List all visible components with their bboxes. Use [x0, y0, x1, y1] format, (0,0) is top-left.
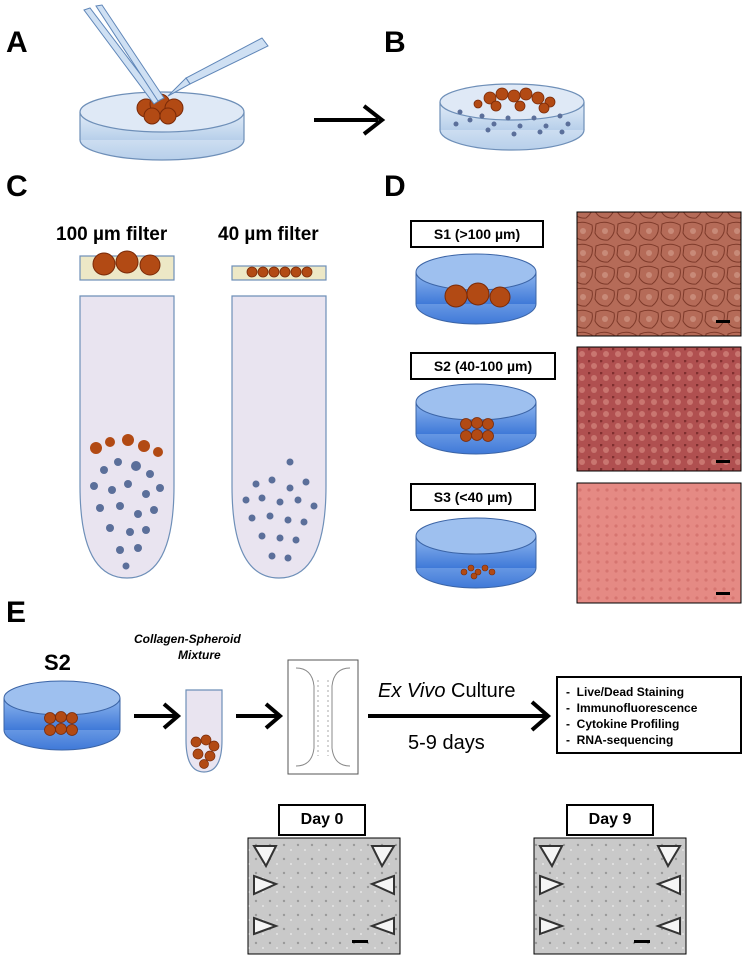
micrograph-day0: [247, 837, 401, 955]
tube-1-spheroids: [90, 434, 164, 570]
arrow-3: [368, 700, 552, 732]
filter-40-label: 40 µm filter: [218, 224, 319, 245]
panel-label-a: A: [6, 26, 28, 59]
fraction-s1-label: S1 (>100 µm): [410, 220, 544, 248]
micrograph-s3: [576, 482, 742, 604]
readout-item: - Cytokine Profiling: [566, 717, 680, 731]
panel-label-c: C: [6, 170, 28, 203]
filter-100-spheroids: [92, 250, 161, 276]
mixture-label-line1: Collagen-Spheroid: [134, 632, 241, 646]
scale-bar: [716, 320, 730, 323]
panel-label-e: E: [6, 596, 27, 629]
tube-2-spheroids: [242, 458, 318, 562]
arrow-2: [236, 702, 284, 730]
micrograph-s2: [576, 346, 742, 472]
microfluidic-device: [287, 659, 359, 775]
mixture-label-line2: Mixture: [178, 648, 221, 662]
readout-item: - RNA-sequencing: [566, 733, 674, 747]
culture-label: Ex Vivo Culture: [378, 680, 515, 703]
culture-label-rest: Culture: [445, 680, 516, 702]
culture-label-italic: Ex Vivo: [378, 680, 446, 702]
scale-bar: [716, 460, 730, 463]
panel-a-illustration: [79, 4, 269, 161]
fraction-s3-label: S3 (<40 µm): [410, 483, 536, 511]
panel-label-b: B: [384, 26, 406, 59]
panel-c-illustration: [79, 250, 327, 579]
panel-b-illustration: [439, 83, 585, 151]
scale-bar: [634, 940, 650, 943]
day9-label: Day 9: [566, 804, 654, 836]
micrograph-s1: [576, 211, 742, 337]
readouts-box: - Live/Dead Staining - Immunofluorescenc…: [556, 676, 742, 754]
tissue-chunk: [136, 93, 184, 125]
panel-label-d: D: [384, 170, 406, 203]
day0-label: Day 0: [278, 804, 366, 836]
readout-item: - Live/Dead Staining: [566, 685, 685, 699]
arrow-a-to-b: [314, 104, 386, 136]
readout-item: - Immunofluorescence: [566, 701, 698, 715]
panel-d-illustration: [415, 211, 742, 604]
filter-100-label: 100 µm filter: [56, 224, 168, 245]
scale-bar: [352, 940, 368, 943]
duration-label: 5-9 days: [408, 732, 485, 754]
fraction-s2-label: S2 (40-100 µm): [410, 352, 556, 380]
micrograph-day9: [533, 837, 687, 955]
digested-fragments: [473, 87, 556, 114]
s2-label: S2: [44, 650, 71, 675]
arrow-1: [134, 702, 182, 730]
scale-bar: [716, 592, 730, 595]
panel-e-illustration: [3, 659, 687, 955]
